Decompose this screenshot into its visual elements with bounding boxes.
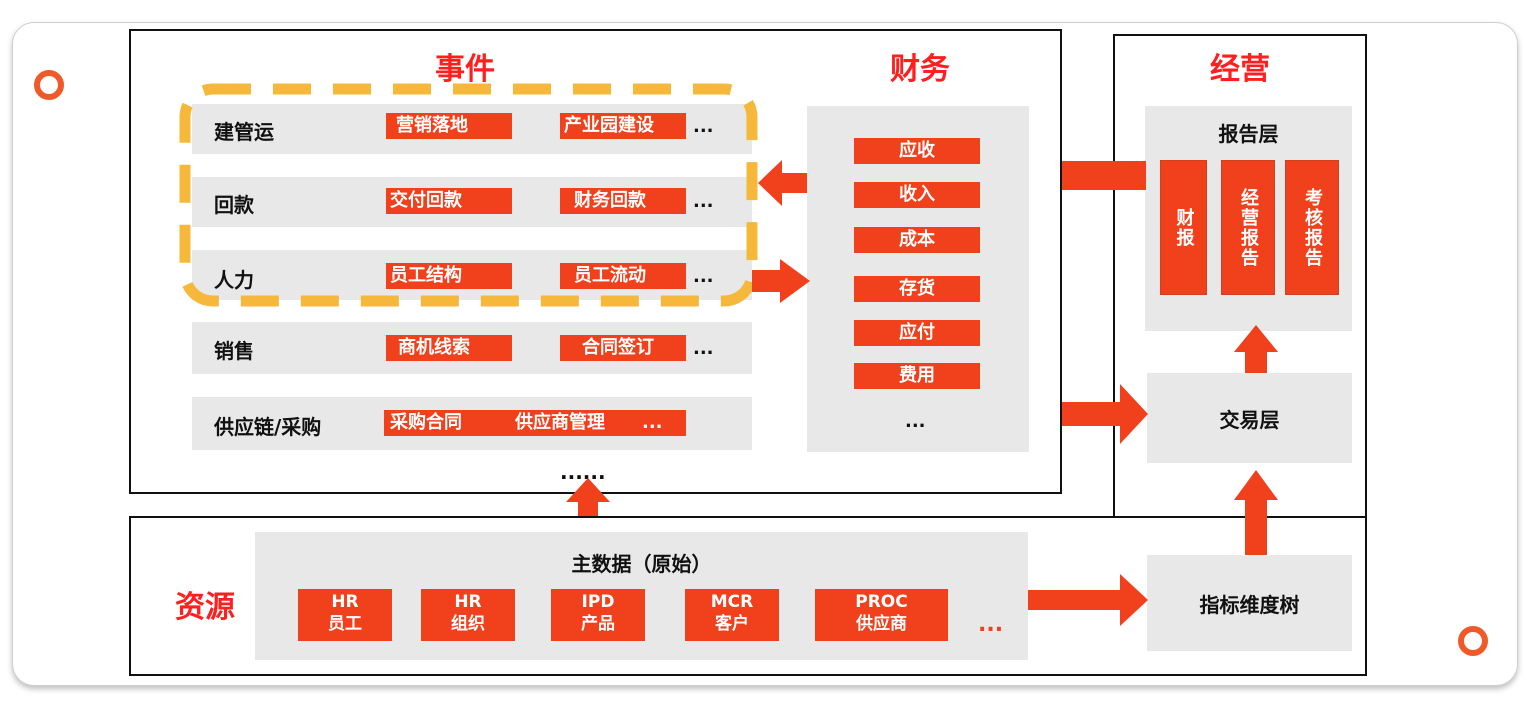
event-row-label: 供应链/采购 — [214, 415, 322, 439]
arrow-bar — [1062, 161, 1146, 190]
report-layer-title: 报告层 — [1218, 122, 1279, 146]
event-tag: 供应商管理 — [515, 412, 605, 433]
event-tag: 合同签订 — [560, 335, 686, 361]
master-data-more: ... — [978, 612, 1004, 637]
decorative-ring-icon — [34, 70, 64, 100]
arrow-left-icon — [758, 160, 807, 206]
transaction-layer: 交易层 — [1147, 373, 1352, 463]
event-tag: 商机线索 — [386, 335, 512, 361]
report-assessment: 考核报告 — [1285, 160, 1339, 295]
decorative-ring-icon — [1458, 626, 1488, 656]
event-tag: 采购合同 — [390, 412, 462, 433]
event-tag: 交付回款 — [386, 188, 512, 214]
event-tag: 员工结构 — [386, 263, 512, 289]
arrow-right-icon — [752, 259, 810, 303]
indicator-dimension-tree: 指标维度树 — [1147, 555, 1352, 651]
event-more: ... — [693, 266, 714, 287]
arrow-right-icon — [1062, 384, 1148, 444]
event-row-label: 回款 — [214, 193, 254, 217]
event-more: ... — [642, 412, 663, 433]
finance-more: ... — [905, 411, 926, 432]
arrow-up-icon — [1234, 325, 1278, 373]
finance-item: 存货 — [854, 276, 980, 302]
event-more: ... — [693, 338, 714, 359]
finance-item: 应付 — [854, 320, 980, 346]
finance-title: 财务 — [890, 52, 950, 87]
report-operations: 经营报告 — [1221, 160, 1275, 295]
arrow-right-icon — [1028, 574, 1148, 626]
event-row-label: 人力 — [214, 268, 254, 292]
event-row-label: 建管运 — [214, 120, 274, 144]
events-more: ...... — [560, 460, 606, 484]
event-tag: 财务回款 — [560, 188, 686, 214]
arrow-up-icon — [566, 478, 610, 516]
event-tag-group: 采购合同 供应商管理 ... — [384, 410, 686, 436]
highlight-dashed-box — [179, 83, 758, 307]
finance-item: 费用 — [854, 363, 980, 389]
events-title: 事件 — [435, 52, 495, 87]
event-tag: 产业园建设 — [560, 113, 686, 139]
operations-title: 经营 — [1210, 52, 1270, 87]
event-row-label: 销售 — [214, 339, 254, 363]
event-tag: 营销落地 — [386, 113, 512, 139]
resources-title: 资源 — [175, 590, 235, 625]
finance-item: 成本 — [854, 227, 980, 253]
master-data-title: 主数据（原始） — [571, 552, 712, 576]
finance-item: 收入 — [854, 182, 980, 208]
event-more: ... — [693, 191, 714, 212]
arrow-up-icon — [1234, 470, 1278, 555]
finance-item: 应收 — [854, 138, 980, 164]
event-more: ... — [693, 116, 714, 137]
event-tag: 员工流动 — [560, 263, 686, 289]
report-financial: 财报 — [1160, 160, 1207, 295]
